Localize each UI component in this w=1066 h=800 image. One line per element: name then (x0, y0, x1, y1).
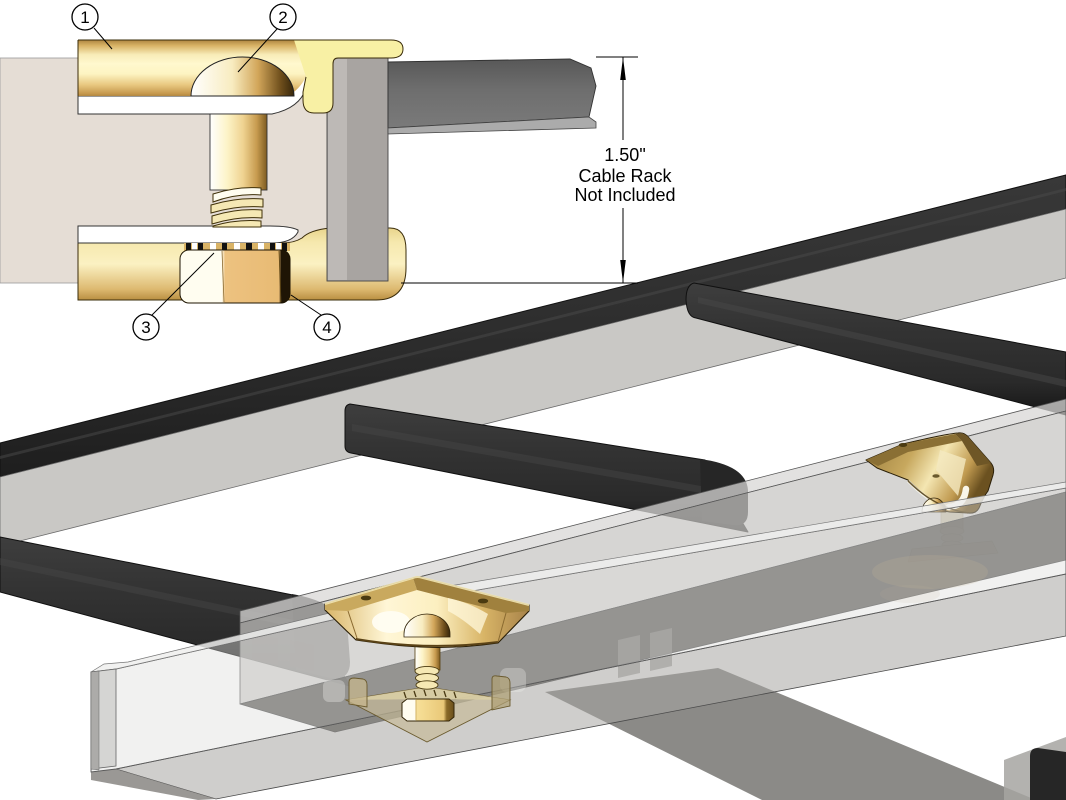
svg-text:Cable Rack: Cable Rack (578, 166, 672, 186)
svg-text:4: 4 (322, 318, 331, 337)
svg-text:1.50": 1.50" (604, 145, 645, 165)
svg-text:1: 1 (80, 8, 89, 27)
svg-text:Not Included: Not Included (574, 185, 675, 205)
svg-text:2: 2 (278, 8, 287, 27)
svg-text:3: 3 (141, 318, 150, 337)
